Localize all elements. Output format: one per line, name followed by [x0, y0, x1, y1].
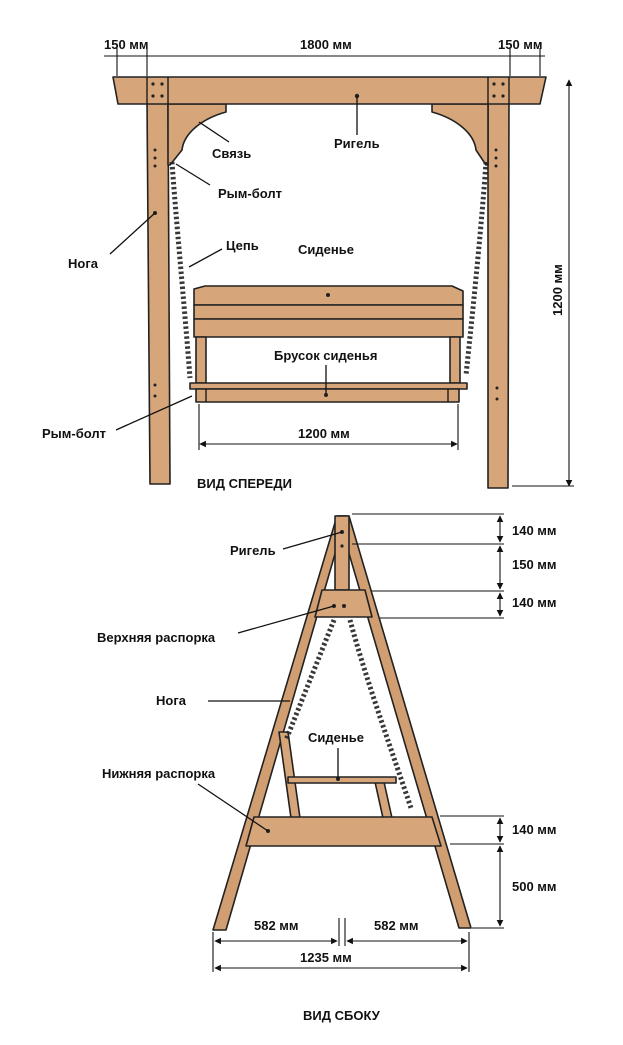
side-dim-half-left: 582 мм: [254, 918, 299, 933]
front-seat: [189, 285, 468, 403]
front-bolts: [151, 82, 505, 401]
front-left-chain: [169, 161, 193, 379]
front-label-seat: Сиденье: [298, 242, 354, 257]
front-label-seat-bar: Брусок сиденья: [274, 348, 377, 363]
front-dim-height: 1200 мм: [550, 264, 565, 316]
front-label-crossbar: Ригель: [334, 136, 380, 151]
side-left-leg: [212, 515, 347, 931]
front-view: 150 мм 1800 мм 150 мм: [42, 37, 574, 491]
side-label-crossbar: Ригель: [230, 543, 276, 558]
front-dim-span: 1800 мм: [300, 37, 352, 52]
side-bolts: [266, 530, 346, 833]
side-dim-upper-brace: 140 мм: [512, 595, 557, 610]
side-label-upper-brace: Верхняя распорка: [97, 630, 216, 645]
front-label-brace: Связь: [212, 146, 251, 161]
side-right-leg: [337, 515, 472, 929]
front-top-dimension: 150 мм 1800 мм 150 мм: [104, 37, 545, 76]
front-view-title: ВИД СПЕРЕДИ: [197, 476, 292, 491]
side-dim-base: 1235 мм: [300, 950, 352, 965]
side-dim-half-right: 582 мм: [374, 918, 419, 933]
side-label-leg: Нога: [156, 693, 187, 708]
side-seat-back: [278, 731, 301, 819]
side-right-dimensions: 140 мм 150 мм 140 мм 140 мм 500 мм: [352, 513, 557, 929]
side-view: 140 мм 150 мм 140 мм 140 мм 500 мм 582 м…: [97, 513, 557, 1023]
front-dim-left-overhang: 150 мм: [104, 37, 149, 52]
side-label-lower-brace: Нижняя распорка: [102, 766, 216, 781]
side-crossbar: [334, 515, 350, 591]
front-leaders: [109, 96, 358, 431]
side-dim-top-block: 140 мм: [512, 523, 557, 538]
side-view-title: ВИД СБОКУ: [303, 1008, 381, 1023]
front-label-chain: Цепь: [226, 238, 259, 253]
front-right-leg: [487, 101, 510, 489]
side-bottom-dimensions: 582 мм 582 мм 1235 мм: [212, 918, 470, 972]
front-dim-right-overhang: 150 мм: [498, 37, 543, 52]
side-left-chain: [283, 619, 337, 741]
front-right-chain: [463, 161, 489, 376]
front-label-leg: Нога: [68, 256, 99, 271]
front-crossbar: [112, 76, 547, 105]
front-left-brace: [167, 103, 227, 166]
side-label-seat: Сиденье: [308, 730, 364, 745]
front-label-eyebolt-bottom: Рым-болт: [42, 426, 106, 441]
side-leaders: [197, 531, 343, 832]
front-right-brace: [431, 103, 489, 166]
front-dim-seat-width: 1200 мм: [298, 426, 350, 441]
side-seat: [287, 776, 397, 784]
front-label-eyebolt-top: Рым-болт: [218, 186, 282, 201]
side-upper-brace: [314, 589, 373, 618]
side-seat-leg: [374, 781, 393, 819]
side-lower-brace: [245, 816, 442, 847]
side-dim-gap: 150 мм: [512, 557, 557, 572]
front-left-leg: [146, 101, 171, 485]
side-dim-lower-brace: 140 мм: [512, 822, 557, 837]
side-dim-bottom: 500 мм: [512, 879, 557, 894]
